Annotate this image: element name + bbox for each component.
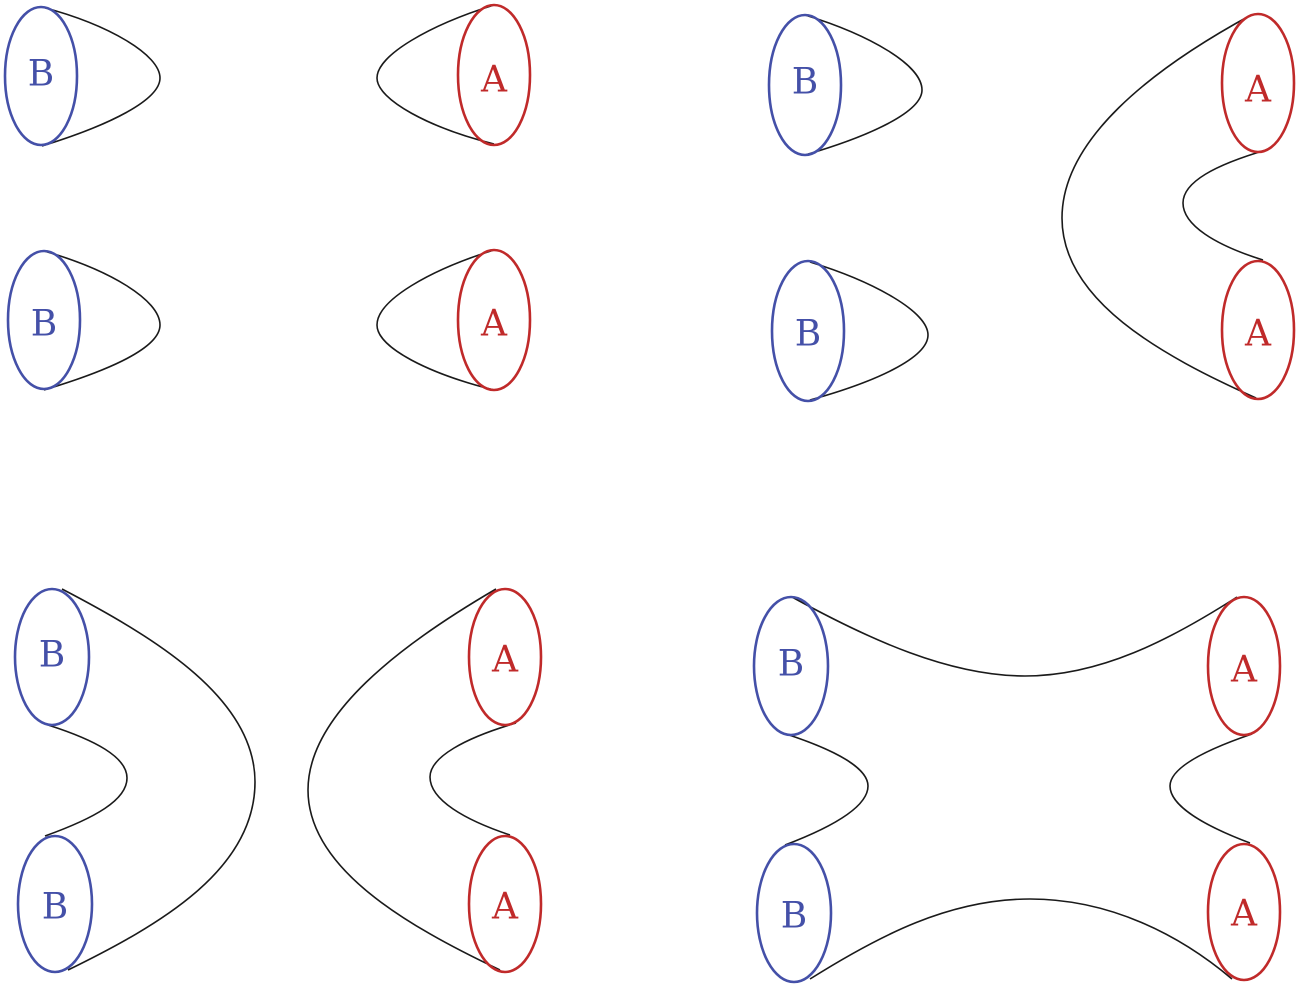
tube-outer-edge [1061, 14, 1257, 399]
boundary-b [3, 5, 79, 147]
label-b: B [42, 887, 68, 928]
a-cap: A [376, 248, 532, 392]
tube-inner-edge [429, 722, 517, 836]
a-a-tube: A A [307, 587, 543, 974]
boundary-a [1206, 842, 1282, 982]
panel-top-left: B A B A [3, 3, 532, 392]
a-a-tube: A A [1061, 12, 1296, 401]
label-a: A [1230, 650, 1258, 691]
b-cap: B [767, 13, 923, 157]
boundary-a [1220, 259, 1296, 401]
boundary-b [755, 842, 833, 984]
b-cap: B [6, 249, 161, 391]
cap-surface-edge [376, 4, 495, 145]
label-b: B [28, 54, 54, 95]
boundary-b [752, 595, 830, 737]
label-b: B [778, 644, 804, 685]
label-a: A [480, 304, 508, 345]
cap-surface-edge [43, 250, 161, 391]
boundary-a [467, 587, 543, 727]
cap-surface-edge [376, 249, 495, 391]
b-cap: B [770, 259, 929, 403]
cap-surface-edge [804, 14, 923, 156]
label-b: B [31, 304, 57, 345]
label-a: A [480, 60, 508, 101]
label-b: B [39, 635, 65, 676]
cap-surface-edge [41, 6, 161, 147]
boundary-a [456, 3, 532, 147]
boundary-a [456, 248, 532, 392]
boundary-a [1220, 12, 1296, 154]
label-a: A [1244, 314, 1272, 355]
panel-top-right: B B A A [767, 12, 1296, 403]
boundary-a [1206, 595, 1282, 737]
boundary-b [6, 249, 82, 391]
b-cap: B [3, 5, 161, 147]
cap-surface-edge [809, 261, 929, 401]
label-b: B [792, 62, 818, 103]
b-b-tube: B B [13, 587, 256, 974]
a-cap: A [376, 3, 532, 147]
boundary-a [467, 834, 543, 974]
panel-bottom-left: B B A A [13, 587, 543, 974]
surface-top-edge [791, 596, 1238, 677]
tube-inner-edge [1182, 149, 1267, 261]
surface-left-waist [784, 733, 869, 846]
surface-right-waist [1169, 733, 1253, 844]
boundary-b [13, 587, 91, 727]
surface-bottom-edge [809, 898, 1233, 980]
panel-bottom-right: B B A A [752, 595, 1282, 984]
label-a: A [491, 640, 519, 681]
label-a: A [491, 887, 519, 928]
label-a: A [1230, 894, 1258, 935]
tube-inner-edge [44, 724, 128, 837]
label-a: A [1244, 70, 1272, 111]
tube-outer-edge [307, 588, 501, 971]
tube-outer-edge [61, 588, 256, 971]
boundary-b [16, 834, 94, 974]
boundary-b [767, 13, 843, 157]
label-b: B [795, 314, 821, 355]
boundary-b [770, 259, 846, 403]
connected-surface: B B A A [752, 595, 1282, 984]
label-b: B [781, 896, 807, 937]
